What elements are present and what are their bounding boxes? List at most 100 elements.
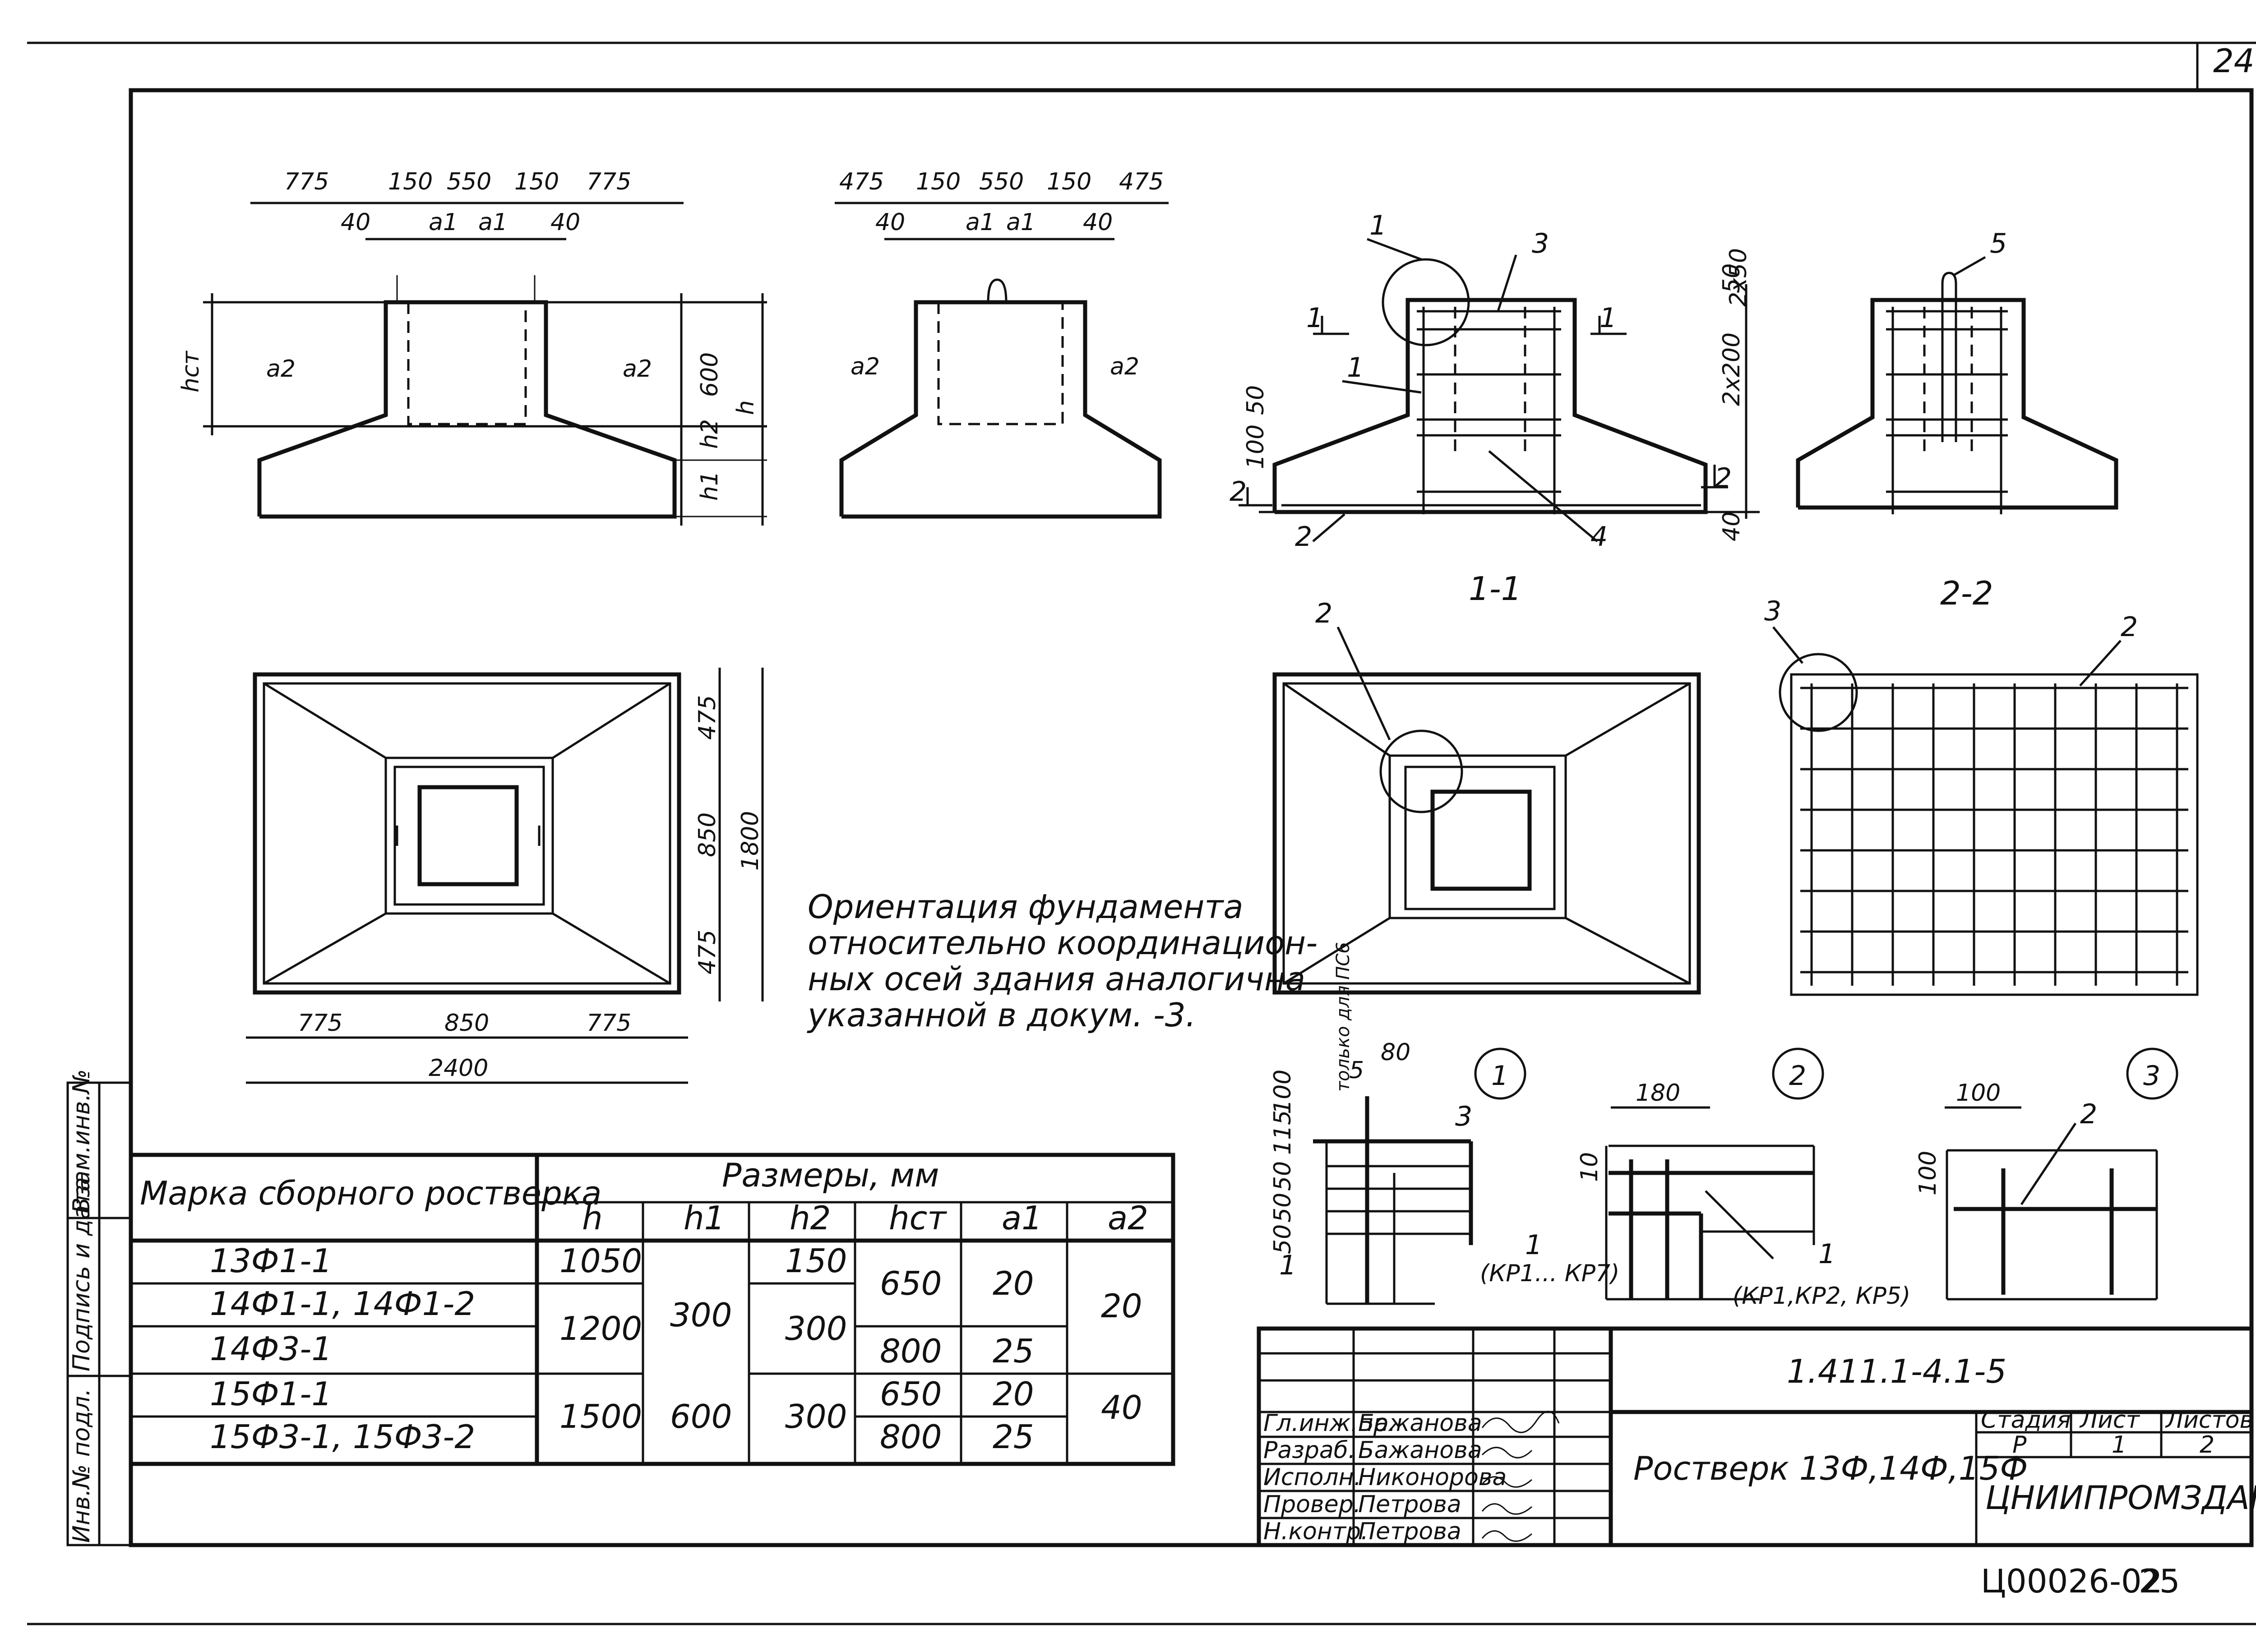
- v2-dim-40-right: 40: [1083, 209, 1113, 236]
- signature-4: [1481, 1503, 1532, 1515]
- v2-dim-475-left: 475: [839, 168, 884, 195]
- d1-note-ps6: только для ПС6: [1333, 942, 1354, 1092]
- doc-code: 1.411.1-4.1-5: [1787, 1352, 2006, 1390]
- title-block: 1.411.1-4.1-5 Ростверк 13Ф,14Ф,15Ф Стади…: [1257, 1326, 2256, 1547]
- a1-20: 20: [993, 1264, 1034, 1302]
- col-hst: hст: [889, 1199, 947, 1237]
- a1-25: 25: [993, 1332, 1034, 1370]
- d2-dim-180: 180: [1636, 1080, 1680, 1107]
- stamp-inv-label: Инв.№ подл.: [68, 1389, 95, 1543]
- mark-row-3: 14Ф3-1: [210, 1330, 332, 1368]
- hst-800-b: 800: [880, 1418, 942, 1456]
- v1-dim-40-left: 40: [341, 209, 370, 236]
- callout-3: 3: [2143, 1060, 2160, 1092]
- hst-650-b: 650: [880, 1375, 942, 1413]
- v1-dim-550: 550: [447, 168, 491, 195]
- side-stamp: Инв.№ подл. Подпись и дата Взам.инв.№: [66, 1069, 132, 1546]
- name-4: Петрова: [1358, 1491, 1461, 1518]
- stamp-sign-label: Подпись и дата: [68, 1177, 95, 1371]
- h1-300: 300: [670, 1296, 732, 1334]
- v1-dim-a2-left: a2: [266, 355, 296, 383]
- d2-dim-10: 10: [1576, 1152, 1603, 1182]
- drawing-frame: [129, 88, 2254, 1547]
- d3-dim-100-h: 100: [1956, 1080, 2001, 1107]
- detail-3-view: 3 100 100 2: [1914, 1047, 2178, 1301]
- note-line-4: указанной в докум. -3.: [807, 996, 1196, 1034]
- h-1050: 1050: [559, 1242, 642, 1280]
- section-title-2-2: 2-2: [1940, 574, 1993, 612]
- v2-dim-40-left: 40: [875, 209, 905, 236]
- a1-25-b: 25: [993, 1418, 1034, 1456]
- sec-dim-50: 50: [1718, 263, 1745, 293]
- d1-dim-100: 100: [1269, 1070, 1296, 1114]
- d1-pos-5: 5: [1349, 1057, 1364, 1084]
- v1-dim-150-left: 150: [388, 168, 433, 195]
- d1-dim-50c: 50: [1269, 1224, 1296, 1254]
- sheet-value: 1: [2112, 1431, 2127, 1458]
- plan-dim-2400: 2400: [429, 1055, 488, 1082]
- cut-mark-2-left: 2: [1230, 476, 1247, 508]
- orientation-note: Ориентация фундамента относительно коорд…: [807, 888, 1318, 1034]
- section-1-1-view: 1 1 2 2 1 3 1 2 4 50 2x50 2x200 40 50 10…: [1230, 210, 1760, 553]
- hst-800: 800: [880, 1332, 942, 1370]
- d1-dim-115: 115: [1269, 1110, 1296, 1155]
- v1-dim-775-left: 775: [284, 168, 329, 195]
- pos-1-top: 1: [1369, 210, 1387, 241]
- pos-1-mid: 1: [1347, 352, 1364, 383]
- cut-mark-1-right: 1: [1600, 302, 1617, 334]
- col-a2: a2: [1108, 1199, 1148, 1237]
- sec-dim-50-left: 50: [1242, 385, 1269, 415]
- role-5: Н.контр.: [1263, 1518, 1368, 1545]
- d1-dim-50b: 50: [1269, 1193, 1296, 1223]
- v1-dim-h1: h1: [696, 471, 723, 501]
- plan-dim-850-h: 850: [444, 1010, 489, 1037]
- doc-title: Ростверк 13Ф,14Ф,15Ф: [1633, 1449, 2028, 1487]
- mesh-vertical-bars: [1810, 683, 2178, 986]
- d1-pos-1: 1: [1279, 1250, 1296, 1281]
- note-line-3: ных осей здания аналогична: [808, 960, 1305, 998]
- v1-dim-a2-right: a2: [623, 355, 652, 383]
- detail-2-view: 2 180 10 1 (КР1,КР2, КР5): [1576, 1047, 1910, 1310]
- pos-4: 4: [1590, 521, 1608, 553]
- signature-3: [1481, 1476, 1532, 1488]
- h2-150: 150: [785, 1242, 847, 1280]
- v1-dim-600: 600: [696, 352, 723, 397]
- stamp-replace-label: Взам.инв.№: [68, 1069, 95, 1214]
- plan-dim-775-left: 775: [298, 1010, 342, 1037]
- note-line-2: относительно координацион-: [808, 924, 1318, 962]
- mark-row-4: 15Ф1-1: [210, 1375, 332, 1413]
- signature-1: [1481, 1411, 1560, 1433]
- name-5: Петрова: [1358, 1518, 1461, 1545]
- d1-kr-range: (КР1... КР7): [1480, 1260, 1619, 1287]
- d1-pos-1-right: 1: [1525, 1229, 1542, 1261]
- plan-dim-850-v: 850: [694, 812, 721, 857]
- v1-dim-hst: hст: [177, 350, 204, 392]
- v2-dim-a2-right: a2: [1110, 353, 1139, 380]
- mesh-horizontal-bars: [1800, 687, 2188, 974]
- table-header-mark: Марка сборного ростверка: [140, 1174, 601, 1212]
- v1-dim-150-right: 150: [514, 168, 559, 195]
- h2-300-b: 300: [785, 1398, 847, 1435]
- footer-code: Ц00026-02: [1981, 1562, 2163, 1600]
- signature-5: [1481, 1530, 1532, 1542]
- mesh-pos-2: 2: [2121, 611, 2138, 643]
- sheets-value: 2: [2200, 1431, 2214, 1458]
- pos-2: 2: [1295, 521, 1312, 553]
- name-1: Бажанова: [1358, 1410, 1482, 1437]
- dimensions-table: Марка сборного ростверка Размеры, мм h h…: [129, 1153, 1175, 1466]
- elevation-view-1: 775 150 550 150 775 40 a1 a1 40 hст a2 a…: [177, 168, 767, 526]
- h-1200: 1200: [559, 1310, 642, 1347]
- h1-600: 600: [670, 1398, 732, 1435]
- plan-dim-475-top: 475: [694, 695, 721, 740]
- section-right-view: 5: [1796, 228, 2118, 514]
- sheet-number: 24: [2213, 42, 2255, 80]
- v2-dim-a1-right: a1: [1006, 209, 1036, 236]
- d2-pos-1: 1: [1818, 1238, 1835, 1270]
- pos-3: 3: [1532, 228, 1549, 259]
- name-3: Никонорова: [1358, 1464, 1507, 1491]
- section-plan-view: 2: [1272, 598, 1701, 995]
- mark-row-2: 14Ф1-1, 14Ф1-2: [210, 1285, 475, 1323]
- stage-value: Р: [2012, 1431, 2027, 1458]
- plan-view: 475 850 475 1800 775 850 775 2400: [246, 668, 764, 1084]
- sheets-header: Листов: [2165, 1407, 2253, 1434]
